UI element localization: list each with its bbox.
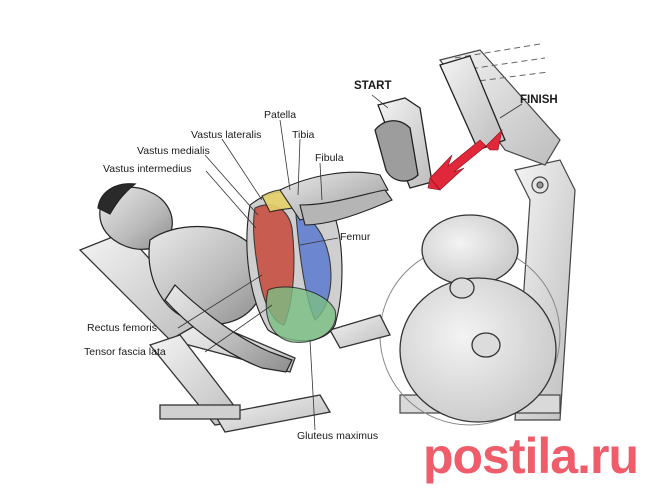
label-tensor-fascia-lata: Tensor fascia lata <box>84 346 166 358</box>
leader-lines <box>177 94 523 431</box>
leg-muscles <box>246 171 393 343</box>
label-vastus-medialis: Vastus medialis <box>137 145 210 157</box>
label-vastus-lateralis: Vastus lateralis <box>191 129 262 141</box>
label-gluteus-maximus: Gluteus maximus <box>297 430 379 442</box>
label-fibula: Fibula <box>315 152 344 164</box>
label-patella: Patella <box>264 109 297 121</box>
label-start: START <box>354 80 392 92</box>
watermark: postila.ru <box>422 428 639 484</box>
label-vastus-intermedius: Vastus intermedius <box>103 163 192 175</box>
label-rectus-femoris: Rectus femoris <box>87 322 158 334</box>
label-tibia: Tibia <box>292 129 315 141</box>
foot-plate <box>374 55 506 189</box>
athlete-body <box>97 183 293 373</box>
weight-plates <box>379 214 561 426</box>
movement-arrow <box>427 129 503 191</box>
label-femur: Femur <box>340 231 371 243</box>
label-finish: FINISH <box>520 94 558 106</box>
